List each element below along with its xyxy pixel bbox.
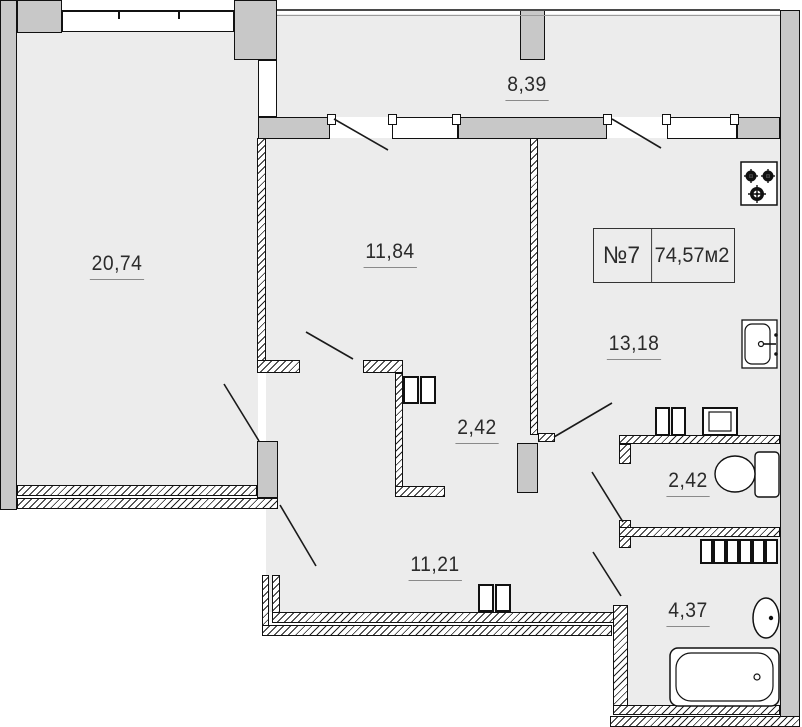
hall-door-leaf [517,443,538,493]
apartment-number: №7 [602,241,641,269]
window-hinge [452,114,461,125]
window-mullion [178,11,180,19]
entry-wall-seg-b [363,360,403,373]
window-hinge [388,114,397,125]
balcony-glazing-line [277,9,780,16]
bedroom-area-label: 11,84 [363,240,417,268]
apartment-total-area: 74,57м2 [651,229,732,282]
bathroom-bottom-wall-outer [610,716,800,727]
kitchen-area-label: 13,18 [606,332,662,360]
pier-top-left [17,0,62,33]
outer-wall-right [780,10,800,727]
hall-left-wall [395,373,403,497]
corridor-area-label: 11,21 [408,553,462,581]
living-room-area-label: 20,74 [89,252,145,280]
balcony-wall-pier-3 [737,117,780,139]
pier-top-mid [234,0,277,60]
window-mullion [118,11,120,19]
living-bottom-wall-inner [17,485,257,496]
corridor-bottom-wall-inner [272,612,620,623]
hall-area-label: 2,42 [455,416,499,444]
window-hinge [327,114,336,125]
living-room-floor [17,31,258,487]
wc-top-wall [619,435,780,444]
window-hinge [662,114,671,125]
kitchen-balcony-window [667,117,737,139]
living-bottom-wall-outer [17,498,278,509]
hall-bottom-wall [395,486,445,497]
bathroom-left-wall [613,605,628,710]
balcony-end-window [258,60,277,117]
living-door-pier [257,441,278,498]
balcony-pillar [520,10,545,60]
window-hinge [603,114,612,125]
outer-wall-left [0,0,17,510]
bedroom-kitchen-wall [530,138,538,435]
apartment-label-box: №7 74,57м2 [593,228,735,283]
bathroom-area-label: 4,37 [666,599,710,627]
main-floor [266,138,780,612]
living-room-window [62,10,234,32]
window-hinge [730,114,739,125]
wc-bottom-wall [619,527,780,537]
wc-left-stub-top [619,444,631,464]
kitchen-door-stub [538,433,555,442]
corridor-bottom-wall-outer [262,625,612,636]
balcony-area-label: 8,39 [505,73,549,101]
bathroom-bottom-wall-inner [613,705,780,715]
balcony-wall-pier-1 [258,117,330,139]
bedroom-balcony-door-window [392,117,458,139]
wc-area-label: 2,42 [666,469,710,497]
entry-wall-seg-a [257,360,300,373]
balcony-wall-pier-2 [458,117,607,139]
living-bedroom-wall [257,138,266,362]
